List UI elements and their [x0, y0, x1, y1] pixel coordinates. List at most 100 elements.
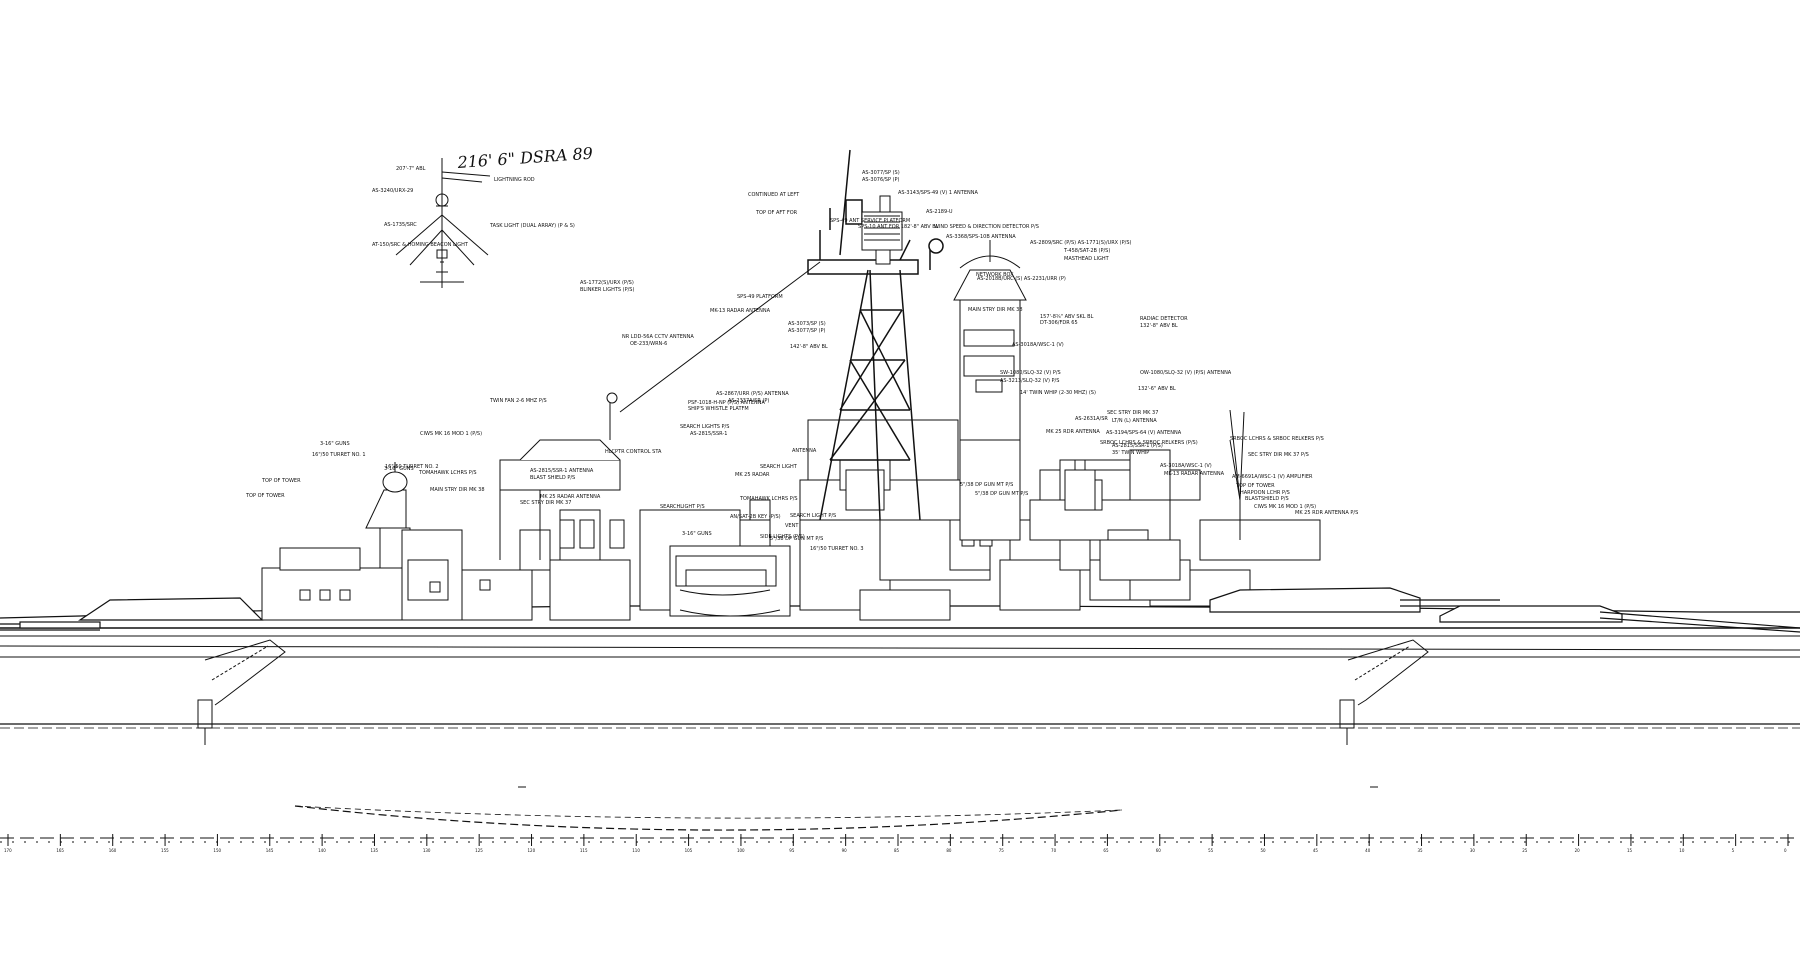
scale-tick-label: 55	[1208, 848, 1214, 853]
callout-label: AS-2631A/SR	[1075, 416, 1108, 422]
callout-label: 132'-8" ABV BL	[1140, 323, 1178, 329]
callout-label: MK 25 RADAR	[735, 472, 770, 478]
callout-label: MAIN STRY DIR MK 38	[968, 307, 1023, 313]
scale-tick-label: 70	[1051, 848, 1057, 853]
boat-deck	[679, 569, 781, 617]
callout-label: AS-2337A/SR (P)	[728, 398, 769, 404]
callout-label: 16"/50 TURRET NO. 2	[385, 464, 439, 470]
callout-label: PSF-1018-H-NP (P/S) ANTENNA	[688, 400, 766, 406]
callout-label: 3-16" GUNS	[682, 531, 712, 537]
scale-tick-label: 145	[266, 848, 274, 853]
callout-label: SEC STRY DIR MK 37 P/S	[1248, 452, 1309, 458]
callout-label: AS-3077/SP (S)	[862, 170, 900, 176]
callout-label: SEARCH LIGHT	[760, 464, 798, 470]
callout-label: SEC STRY DIR MK 37	[520, 500, 571, 506]
scale-tick-label: 95	[789, 848, 795, 853]
callout-label: AS-2189-U	[926, 209, 953, 215]
scale-tick-label: 30	[1470, 848, 1476, 853]
callout-label: SPS-10 ANT FOR 182'-8" ABV BL	[858, 224, 939, 230]
callout-label: 35' TWIN WHIP	[1112, 450, 1149, 456]
sps49-radar	[861, 195, 903, 265]
callout-label: AS-2867/URR (P/S) ANTENNA	[716, 391, 789, 397]
scale-tick-label: 35	[1418, 848, 1424, 853]
mast-label: TASK LIGHT (DUAL ARRAY) (P & S)	[489, 223, 575, 229]
callout-label: 5"/38 DP GUN MT P/S	[960, 482, 1013, 488]
callout-label: AS-3143/SPS-49 (V) 1 ANTENNA	[898, 190, 978, 196]
turret-2	[1209, 587, 1500, 613]
callout-label: HARPOON LCHR P/S	[1240, 490, 1290, 496]
callout-label: AS-3368/SPS-10B ANTENNA	[946, 234, 1016, 240]
scale-tick-label: 40	[1365, 848, 1371, 853]
scale-tick-label: 150	[213, 848, 221, 853]
callout-label: OW-1080/SLQ-32 (V) (P/S) ANTENNA	[1140, 370, 1232, 376]
callout-label: 5"/38 DP GUN MT P/S	[975, 491, 1028, 497]
callout-label: OE-233/WRN-6	[630, 341, 667, 347]
callout-label: MASTHEAD LIGHT	[1064, 256, 1110, 262]
callout-label: AS-3073/SP (S)	[788, 321, 826, 327]
callout-label: SEARCHLIGHT P/S	[660, 504, 705, 510]
callout-label: MAIN STRY DIR MK 38	[430, 487, 485, 493]
callout-label: HLCPTR CONTROL STA	[605, 449, 662, 455]
callout-label: AS-3213/SLQ-32 (V) P/S	[1000, 378, 1059, 384]
callout-label: SEARCH LIGHTS P/S	[680, 424, 729, 430]
callout-label: AM-6691A/WSC-1 (V) AMPLIFIER	[1232, 474, 1313, 480]
mast-label: AS-3240/URX-29	[372, 188, 413, 194]
scale-ruler	[0, 837, 1800, 843]
scale-tick-label: 65	[1103, 848, 1109, 853]
callout-label: TOP OF TOWER	[1235, 483, 1275, 489]
callout-label: 142'-8" ABV BL	[790, 344, 828, 350]
callout-label: SPS-49 ANT SERVICE PLATFORM	[830, 218, 910, 224]
scale-tick-label: 165	[56, 848, 64, 853]
callout-label: 14' TWIN WHIP (2-30 MHZ) (S)	[1020, 390, 1096, 396]
mast-label: AT-150/SRC & HOMING BEACON LIGHT	[372, 242, 469, 248]
callout-label: MK-13 RADAR ANTENNA	[710, 308, 771, 314]
callout-label: AS-2815/SSR-1	[690, 431, 727, 437]
callout-label: RADIAC DETECTOR	[1140, 316, 1188, 322]
scale-tick-label: 160	[109, 848, 117, 853]
mast-detail	[395, 158, 491, 288]
callout-label: AS-3018A/WSC-1 (V)	[1012, 342, 1064, 348]
callout-label: TOP OF TOWER	[261, 478, 301, 484]
turret-1	[1439, 605, 1800, 633]
scale-tick-label: 120	[528, 848, 536, 853]
stay-wire	[619, 261, 821, 413]
scale-tick-label: 140	[318, 848, 326, 853]
callout-label: TOP OF AFT FOR	[755, 210, 798, 216]
callout-label: AS-3077/SP (P)	[788, 328, 826, 334]
callout-label: CIWS MK 16 MOD 1 (P/S)	[1254, 504, 1316, 510]
callout-label: CIWS MK 16 MOD 1 (P/S)	[420, 431, 482, 437]
tower-structure	[799, 240, 1321, 601]
callout-label: 16"/50 TURRET NO. 3	[810, 546, 864, 552]
callout-label: SRBOC LCHRS & SRBOC RELKERS P/S	[1230, 436, 1324, 442]
callout-label: 5"/38 DP GUN MT P/S	[770, 536, 823, 542]
mast-label: AS-1735/SRC	[384, 222, 417, 228]
callout-label: AS-2815/SSR-1 (P/S)	[1112, 443, 1163, 449]
callout-label: TOMAHAWK LCHRS P/S	[418, 470, 477, 476]
scale-tick-label: 15	[1627, 848, 1633, 853]
scale-tick-label: 90	[842, 848, 848, 853]
mast-label: 207'-7" ABL	[396, 166, 426, 172]
scale-tick-label: 75	[999, 848, 1005, 853]
scale-tick-label: 10	[1679, 848, 1685, 853]
callout-label: 157'-8¾" ABV SKL BL	[1040, 314, 1094, 320]
callout-label: TOP OF TOWER	[245, 493, 285, 499]
scale-tick-label: 100	[737, 848, 745, 853]
callout-label: TWIN FAN 2-6 MHZ P/S	[489, 398, 547, 404]
callout-label: AS-3018A/WSC-1 (V)	[1160, 463, 1212, 469]
callout-label: WIND SPEED & DIRECTION DETECTOR P/S	[934, 224, 1039, 230]
callout-label: ANTENNA	[792, 448, 817, 454]
callout-label: BLAST SHIELD P/S	[530, 475, 575, 481]
callout-label: AS-2809/SRC (P/S) AS-1771(S)/URX (P/S)	[1030, 240, 1132, 246]
callout-label: DT-306/FDR 65	[1040, 320, 1078, 326]
callout-label: MK 25 RDR ANTENNA P/S	[1295, 510, 1358, 516]
callout-label: VENT	[785, 523, 799, 529]
callout-label: 16"/50 TURRET NO. 1	[312, 452, 366, 458]
callout-label: SRBOC LCHRS & SRBOC RELKERS (P/S)	[1100, 440, 1198, 446]
scale-tick-label: 80	[946, 848, 952, 853]
lattice-mast	[807, 149, 944, 521]
scale-tick-label: 130	[423, 848, 431, 853]
callout-label: SEARCH LIGHT P/S	[790, 513, 836, 519]
callout-label: LT/N (L) ANTENNA	[1112, 418, 1157, 424]
